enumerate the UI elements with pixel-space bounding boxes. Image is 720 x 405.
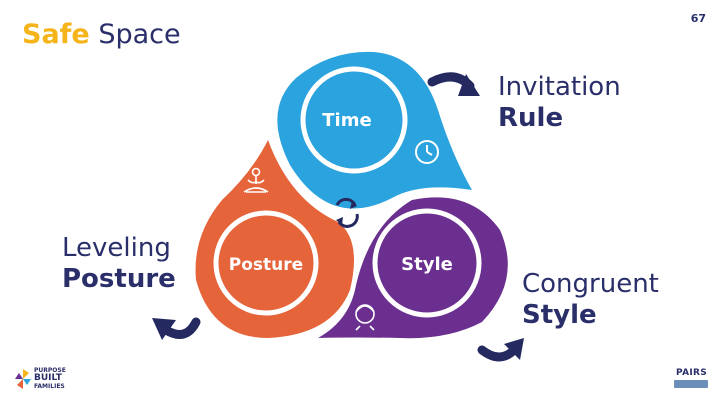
meditation-person-icon (243, 167, 269, 193)
pairs-logo-bar (674, 380, 708, 388)
label-rule: Rule (498, 103, 564, 133)
face-icon (355, 304, 375, 331)
logo-left-line3: FAMILIES (34, 383, 65, 390)
label-congruent-style: Congruent Style (522, 269, 659, 331)
style-circle-label: Style (401, 254, 453, 275)
logo-left-line1: PURPOSE (34, 367, 66, 374)
arrow-time (427, 72, 480, 96)
label-invitation-rule: Invitation Rule (498, 72, 621, 134)
arrow-posture (152, 317, 201, 340)
posture-teardrop (195, 140, 354, 338)
logo-left-text: PURPOSE BUILT FAMILIES (34, 367, 66, 390)
time-circle-label: Time (322, 110, 371, 131)
pinwheel-icon (15, 369, 31, 389)
title-bold: Safe (22, 19, 90, 50)
time-circle-ring (300, 66, 408, 174)
label-invitation: Invitation (498, 72, 621, 102)
time-teardrop (277, 51, 472, 209)
label-posture: Posture (62, 264, 176, 294)
cycle-arrows-icon (335, 197, 359, 228)
pairs-logo-name: PAIRS (676, 368, 707, 378)
style-circle-ring (372, 208, 482, 318)
purpose-built-families-logo: PURPOSE BUILT FAMILIES (14, 366, 74, 392)
title-light: Space (98, 19, 181, 50)
label-leveling-posture: Leveling Posture (62, 233, 176, 295)
posture-circle-ring (213, 210, 319, 316)
label-leveling: Leveling (62, 233, 171, 263)
posture-circle-label: Posture (229, 255, 303, 275)
clock-icon (415, 140, 439, 164)
pairs-logo: PAIRS (674, 368, 708, 392)
label-congruent: Congruent (522, 269, 659, 299)
arrow-style (477, 338, 524, 362)
label-style: Style (522, 300, 597, 330)
page-number: 67 (690, 12, 706, 25)
slide-title: Safe Space (22, 18, 181, 52)
logo-left-line2: BUILT (34, 373, 62, 383)
